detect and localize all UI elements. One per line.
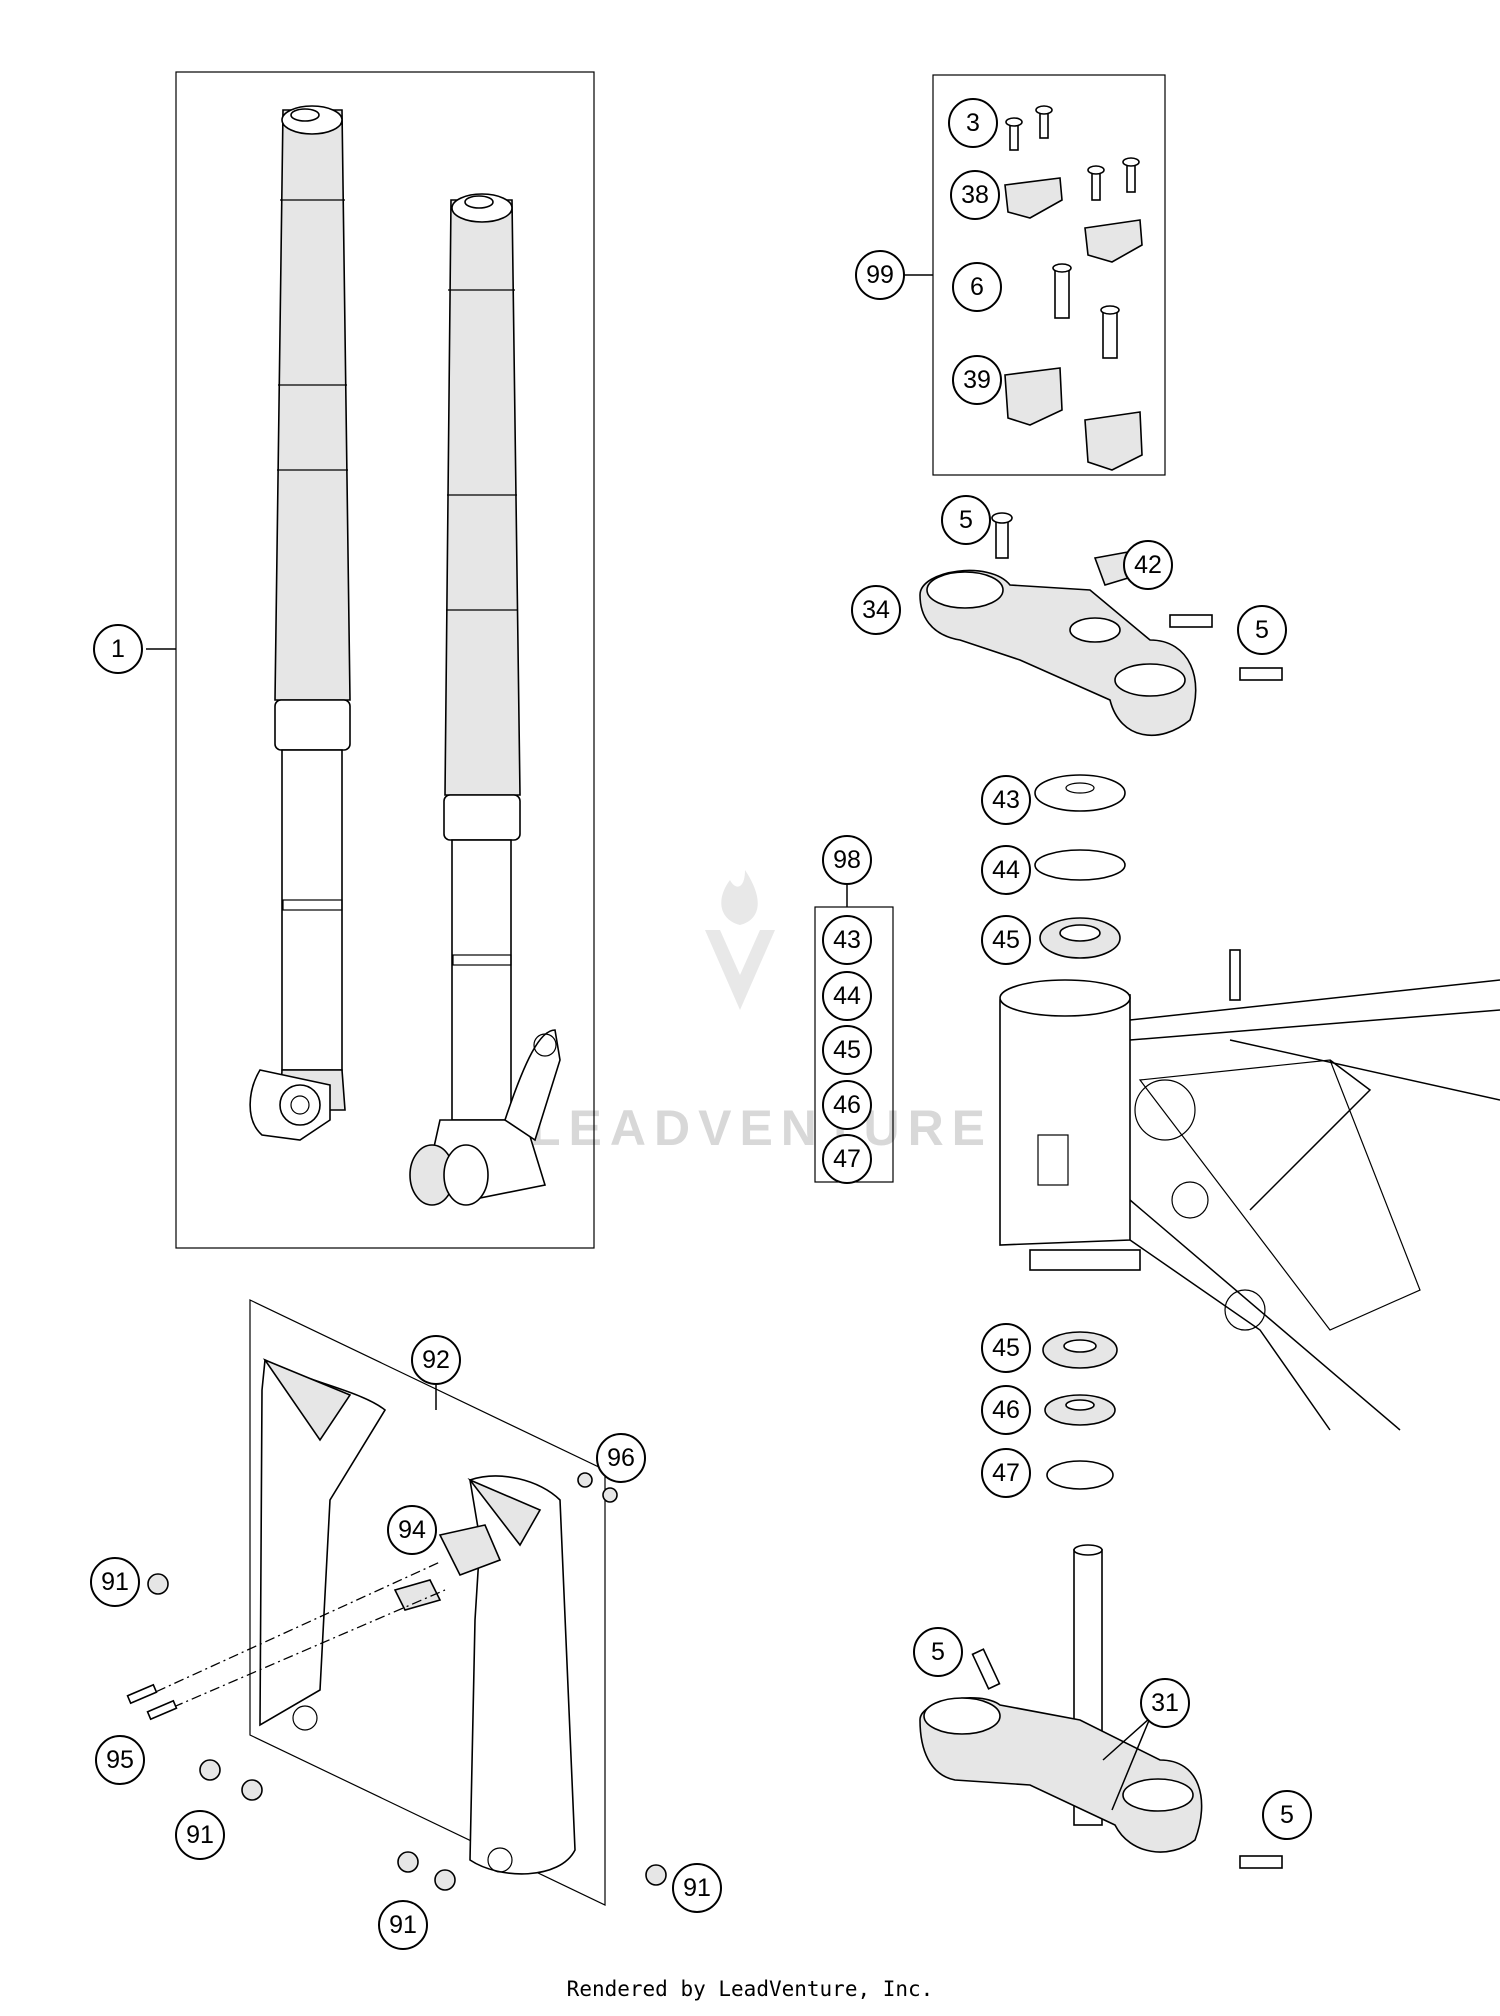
callout-1-label: 1: [111, 635, 125, 663]
watermark: LEADVENTURE: [530, 870, 993, 1156]
left-fork-leg: [249, 105, 351, 1141]
clamp-kit-group: [903, 74, 1166, 476]
lower-clamp-39: [1004, 367, 1063, 426]
callout-99-label: 99: [866, 261, 894, 289]
upper-clamp-38b: [1084, 219, 1143, 263]
callout-34-label: 34: [862, 596, 890, 624]
fork-guard-group: [126, 1299, 667, 1906]
callout-98: 98: [822, 835, 872, 885]
lower-bearings: [1042, 1331, 1118, 1490]
callout-39: 39: [952, 355, 1002, 405]
callout-91-bottom: 91: [378, 1900, 428, 1950]
lower-triple-clamp: [919, 1544, 1283, 1869]
callout-91-left: 91: [90, 1557, 140, 1607]
callout-45-lower-label: 45: [992, 1334, 1020, 1362]
fork-legs-group: [146, 71, 595, 1249]
upper-clamp-38: [1004, 177, 1063, 219]
callout-94: 94: [387, 1505, 437, 1555]
callout-91-bottom-label: 91: [389, 1911, 417, 1939]
kit-item-44-label: 44: [833, 982, 861, 1010]
callout-38: 38: [950, 170, 1000, 220]
callout-91-right: 91: [672, 1863, 722, 1913]
callout-3-label: 3: [966, 109, 980, 137]
frame-section: [999, 949, 1500, 1431]
callout-43-label: 43: [992, 786, 1020, 814]
callout-91-mid: 91: [175, 1810, 225, 1860]
callout-5-lower-left-label: 5: [931, 1638, 945, 1666]
callout-5-upper-label: 5: [959, 506, 973, 534]
callout-3: 3: [948, 98, 998, 148]
callout-5-lower-left: 5: [913, 1627, 963, 1677]
callout-98-label: 98: [833, 846, 861, 874]
upper-triple-clamp: [919, 512, 1283, 736]
callout-96: 96: [596, 1433, 646, 1483]
callout-99: 99: [855, 250, 905, 300]
kit-item-45-label: 45: [833, 1036, 861, 1064]
callout-39-label: 39: [963, 366, 991, 394]
kit-item-47: 47: [822, 1134, 872, 1184]
callout-92: 92: [411, 1335, 461, 1385]
callout-42: 42: [1123, 540, 1173, 590]
callout-5-upper: 5: [941, 495, 991, 545]
callout-94-label: 94: [398, 1516, 426, 1544]
kit-item-44: 44: [822, 971, 872, 1021]
callout-44-label: 44: [992, 856, 1020, 884]
callout-45-lower: 45: [981, 1323, 1031, 1373]
callout-5-right-label: 5: [1255, 616, 1269, 644]
screw-6: [1052, 263, 1120, 359]
kit-item-43-label: 43: [833, 926, 861, 954]
callout-96-label: 96: [607, 1444, 635, 1472]
callout-95-label: 95: [106, 1746, 134, 1774]
kit-item-47-label: 47: [833, 1145, 861, 1173]
bearing-stack: [1034, 774, 1126, 959]
right-fork-leg: [409, 193, 561, 1206]
callout-91-right-label: 91: [683, 1874, 711, 1902]
callout-92-label: 92: [422, 1346, 450, 1374]
callout-47: 47: [981, 1448, 1031, 1498]
lower-clamp-39b: [1084, 411, 1143, 471]
callout-5-lower-right: 5: [1262, 1790, 1312, 1840]
kit-item-45: 45: [822, 1025, 872, 1075]
footer-credit: Rendered by LeadVenture, Inc.: [566, 1977, 934, 2001]
callout-46: 46: [981, 1385, 1031, 1435]
callout-6: 6: [952, 262, 1002, 312]
callout-5-lower-right-label: 5: [1280, 1801, 1294, 1829]
callout-6-label: 6: [970, 273, 984, 301]
callout-47-label: 47: [992, 1459, 1020, 1487]
watermark-text: LEADVENTURE: [530, 1100, 993, 1156]
callout-91-left-label: 91: [101, 1568, 129, 1596]
callout-45-label: 45: [992, 926, 1020, 954]
callout-31-label: 31: [1151, 1689, 1179, 1717]
callout-1: 1: [93, 624, 143, 674]
callout-31: 31: [1140, 1678, 1190, 1728]
screw-3: [1005, 105, 1140, 201]
callout-91-mid-label: 91: [186, 1821, 214, 1849]
kit-item-46-label: 46: [833, 1091, 861, 1119]
callout-43: 43: [981, 775, 1031, 825]
kit-item-43: 43: [822, 915, 872, 965]
callout-46-label: 46: [992, 1396, 1020, 1424]
kit-item-46: 46: [822, 1080, 872, 1130]
callout-34: 34: [851, 585, 901, 635]
callout-95: 95: [95, 1735, 145, 1785]
callout-5-right: 5: [1237, 605, 1287, 655]
callout-38-label: 38: [961, 181, 989, 209]
callout-42-label: 42: [1134, 551, 1162, 579]
callout-44: 44: [981, 845, 1031, 895]
callout-45: 45: [981, 915, 1031, 965]
